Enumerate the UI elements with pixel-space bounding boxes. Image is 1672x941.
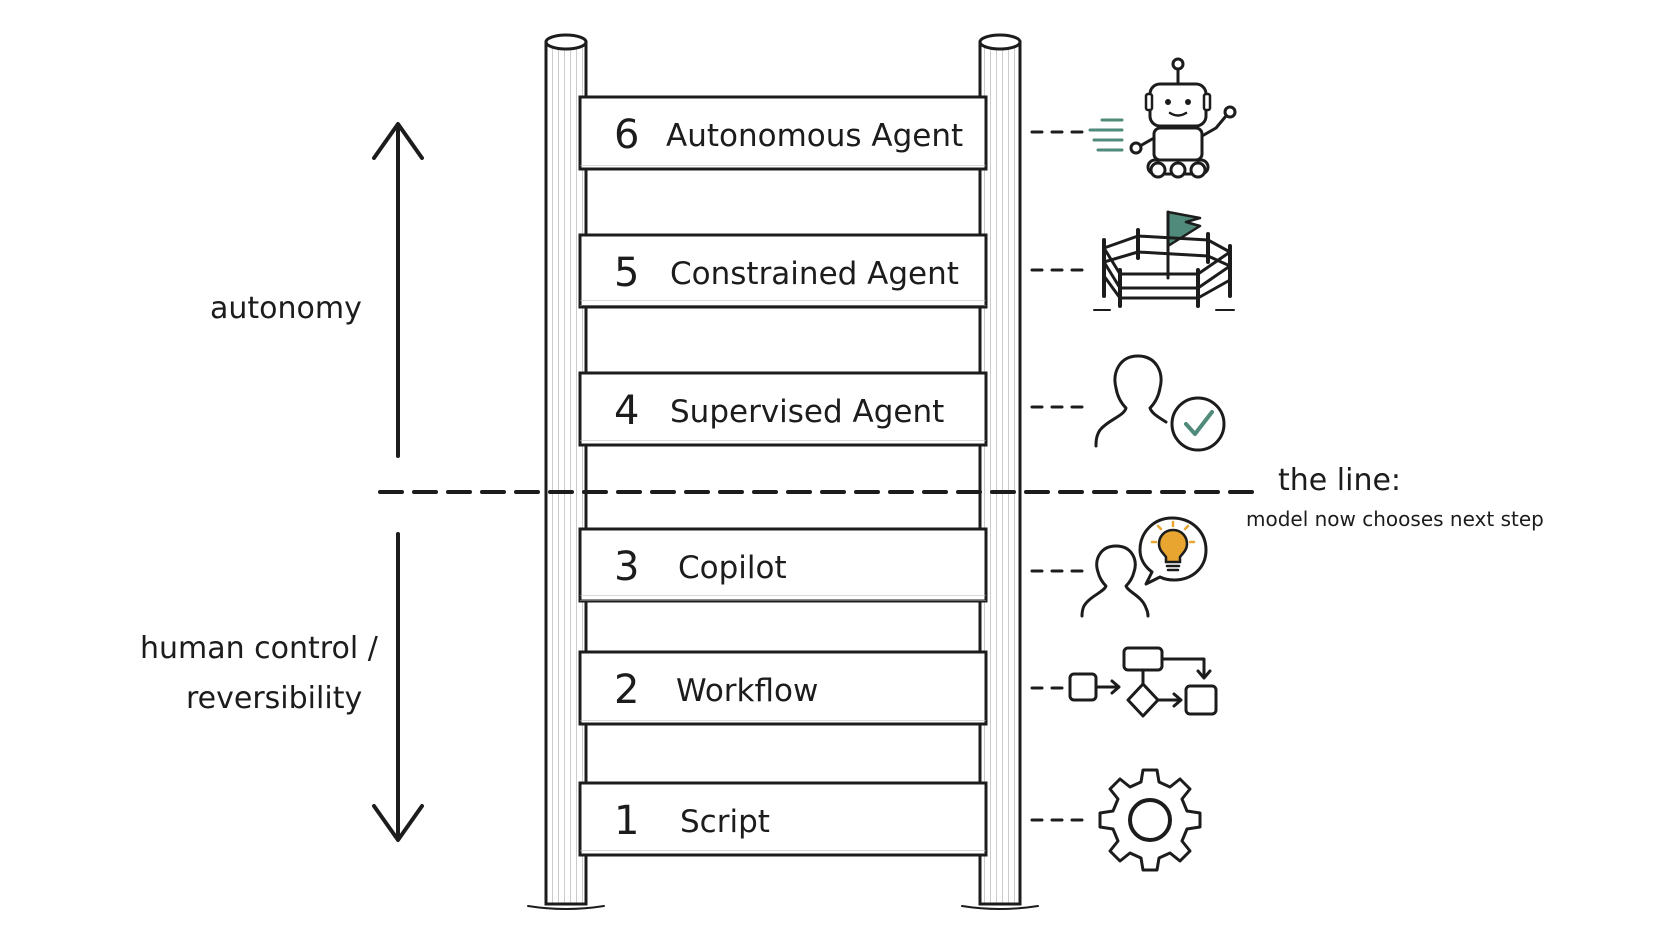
human-control-arrow xyxy=(372,532,424,842)
rung-connectors xyxy=(1030,130,1084,822)
rung-3: 3 Copilot xyxy=(578,527,988,603)
autonomy-label: autonomy xyxy=(210,291,362,326)
threshold-line: the line: model now chooses next step xyxy=(378,463,1544,531)
human-control-label: human control / xyxy=(140,631,379,666)
person-idea-icon xyxy=(1080,516,1208,618)
ladder-rails xyxy=(527,33,1039,910)
rung-number: 2 xyxy=(614,667,639,713)
threshold-subtitle: model now chooses next step xyxy=(1246,507,1544,531)
rung-number: 4 xyxy=(614,388,639,434)
person-check-icon xyxy=(1094,354,1226,452)
rung-number: 1 xyxy=(614,798,639,844)
flowchart-icon xyxy=(1068,646,1218,718)
ladder-rungs: 6 Autonomous Agent 5 Constrained Agent 4… xyxy=(578,95,988,857)
autonomy-arrow xyxy=(372,122,424,458)
rung-1: 1 Script xyxy=(578,781,988,857)
rung-number: 5 xyxy=(614,250,639,296)
rung-label: Workflow xyxy=(676,673,818,709)
rung-4: 4 Supervised Agent xyxy=(578,371,988,447)
rung-label: Constrained Agent xyxy=(670,256,959,292)
fenced-flag-icon xyxy=(1093,210,1235,311)
rung-label: Copilot xyxy=(678,550,787,586)
rung-5: 5 Constrained Agent xyxy=(578,233,988,309)
rung-number: 3 xyxy=(614,544,639,590)
rung-6: 6 Autonomous Agent xyxy=(578,95,988,171)
rung-2: 2 Workflow xyxy=(578,650,988,726)
left-rail xyxy=(527,33,605,910)
threshold-title: the line: xyxy=(1278,463,1401,498)
robot-icon xyxy=(1088,57,1237,179)
rung-label: Script xyxy=(680,804,770,840)
rung-label: Autonomous Agent xyxy=(666,118,963,154)
reversibility-label: reversibility xyxy=(186,681,362,716)
rung-label: Supervised Agent xyxy=(670,394,944,430)
rung-number: 6 xyxy=(614,112,639,158)
right-rail xyxy=(961,33,1039,910)
gear-icon xyxy=(1098,768,1202,872)
